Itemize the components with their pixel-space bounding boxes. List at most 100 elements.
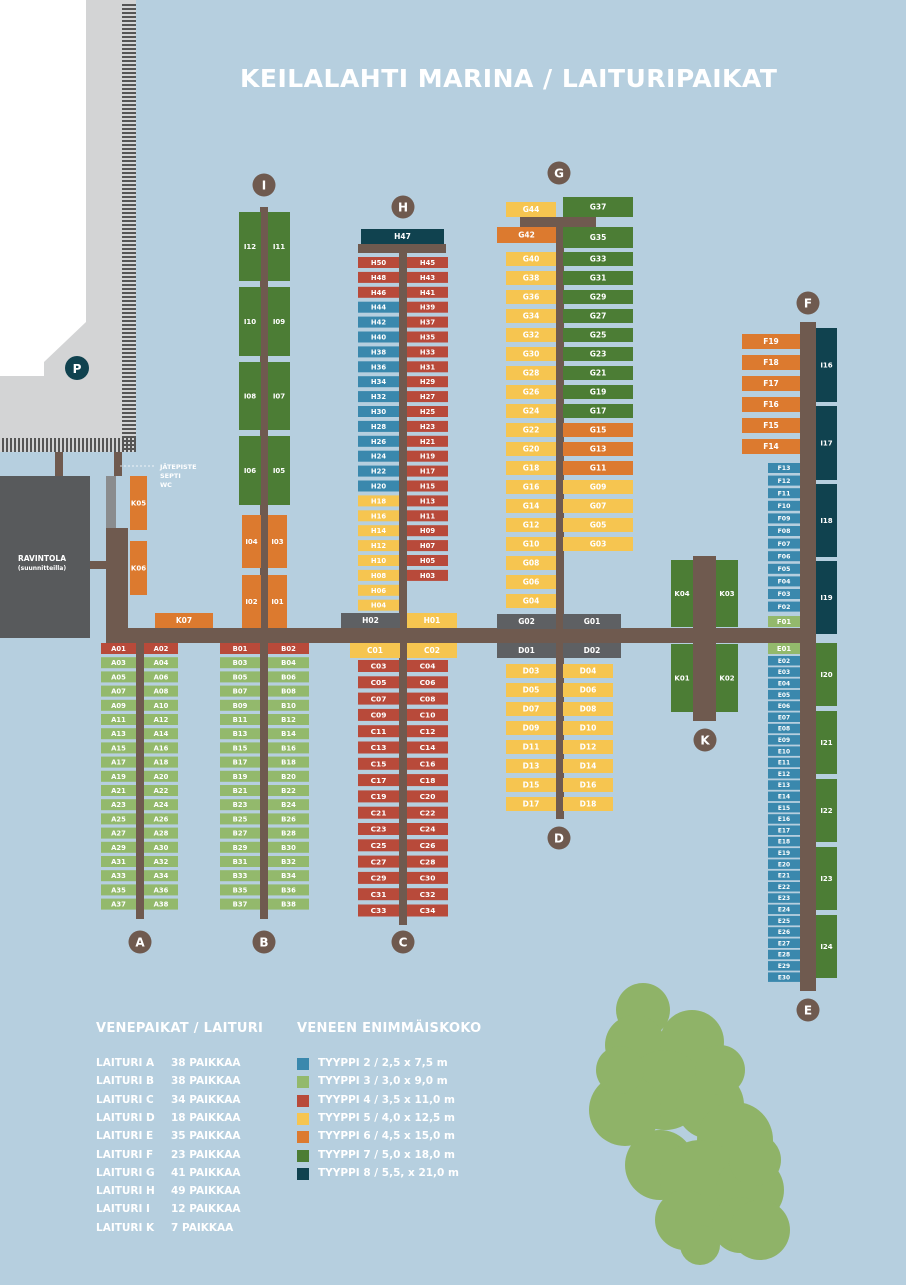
slip-c23[interactable]: C23 [358, 823, 399, 835]
slip-g12[interactable]: G12 [506, 518, 556, 532]
slip-i03[interactable]: I03 [268, 515, 287, 568]
slip-b06[interactable]: B06 [268, 671, 309, 683]
slip-f07[interactable]: F07 [768, 538, 800, 549]
slip-g07[interactable]: G07 [563, 499, 633, 513]
slip-h12[interactable]: H12 [358, 540, 399, 552]
slip-i21[interactable]: I21 [816, 711, 837, 774]
slip-h22[interactable]: H22 [358, 465, 399, 477]
slip-d16[interactable]: D16 [563, 778, 613, 792]
slip-e01[interactable]: E01 [768, 643, 800, 654]
slip-b10[interactable]: B10 [268, 699, 309, 711]
slip-h43[interactable]: H43 [407, 271, 448, 283]
slip-b03[interactable]: B03 [220, 657, 260, 669]
slip-g30[interactable]: G30 [506, 347, 556, 361]
slip-a31[interactable]: A31 [101, 856, 136, 867]
slip-a05[interactable]: A05 [101, 671, 136, 683]
slip-d05[interactable]: D05 [506, 683, 556, 697]
slip-e30[interactable]: E30 [768, 972, 800, 982]
slip-h16[interactable]: H16 [358, 510, 399, 522]
slip-c24[interactable]: C24 [407, 823, 448, 835]
slip-h17[interactable]: H17 [407, 465, 448, 477]
slip-e24[interactable]: E24 [768, 904, 800, 915]
slip-g37[interactable]: G37 [563, 197, 633, 217]
slip-g24[interactable]: G24 [506, 404, 556, 418]
slip-g36[interactable]: G36 [506, 290, 556, 304]
slip-i09[interactable]: I09 [268, 287, 290, 356]
slip-d14[interactable]: D14 [563, 759, 613, 773]
slip-g09[interactable]: G09 [563, 480, 633, 494]
slip-d10[interactable]: D10 [563, 721, 613, 735]
slip-h11[interactable]: H11 [407, 510, 448, 522]
slip-a13[interactable]: A13 [101, 728, 136, 740]
slip-b21[interactable]: B21 [220, 785, 260, 796]
slip-h07[interactable]: H07 [407, 540, 448, 552]
slip-a04[interactable]: A04 [144, 657, 178, 669]
slip-e21[interactable]: E21 [768, 870, 800, 881]
slip-k04[interactable]: K04 [671, 560, 693, 627]
slip-h03[interactable]: H03 [407, 569, 448, 581]
slip-d13[interactable]: D13 [506, 759, 556, 773]
slip-k06[interactable]: K06 [130, 541, 147, 595]
slip-b23[interactable]: B23 [220, 799, 260, 811]
slip-e05[interactable]: E05 [768, 689, 800, 700]
slip-b37[interactable]: B37 [220, 898, 260, 910]
slip-b16[interactable]: B16 [268, 742, 309, 754]
slip-e18[interactable]: E18 [768, 836, 800, 847]
slip-h35[interactable]: H35 [407, 331, 448, 343]
slip-a26[interactable]: A26 [144, 813, 178, 825]
slip-a01[interactable]: A01 [101, 643, 136, 654]
slip-c20[interactable]: C20 [407, 790, 448, 803]
slip-c07[interactable]: C07 [358, 692, 399, 705]
slip-k02[interactable]: K02 [716, 644, 738, 712]
slip-c02[interactable]: C02 [407, 643, 457, 658]
slip-b22[interactable]: B22 [268, 785, 309, 796]
slip-b31[interactable]: B31 [220, 856, 260, 867]
slip-e26[interactable]: E26 [768, 927, 800, 937]
slip-c29[interactable]: C29 [358, 871, 399, 884]
slip-h37[interactable]: H37 [407, 316, 448, 328]
slip-c09[interactable]: C09 [358, 708, 399, 721]
slip-h50[interactable]: H50 [358, 257, 399, 268]
slip-f13[interactable]: F13 [768, 463, 800, 473]
slip-h01[interactable]: H01 [407, 613, 457, 628]
slip-h47[interactable]: H47 [361, 229, 444, 244]
slip-f05[interactable]: F05 [768, 563, 800, 574]
slip-g38[interactable]: G38 [506, 271, 556, 285]
slip-i18[interactable]: I18 [816, 484, 837, 557]
slip-h23[interactable]: H23 [407, 420, 448, 432]
slip-h36[interactable]: H36 [358, 361, 399, 373]
slip-e14[interactable]: E14 [768, 791, 800, 802]
slip-a10[interactable]: A10 [144, 699, 178, 711]
slip-d07[interactable]: D07 [506, 702, 556, 716]
slip-b02[interactable]: B02 [268, 643, 309, 654]
slip-h40[interactable]: H40 [358, 331, 399, 343]
slip-c11[interactable]: C11 [358, 725, 399, 738]
slip-i08[interactable]: I08 [239, 362, 261, 430]
slip-i22[interactable]: I22 [816, 779, 837, 842]
slip-h30[interactable]: H30 [358, 406, 399, 417]
slip-b33[interactable]: B33 [220, 870, 260, 882]
slip-c22[interactable]: C22 [407, 806, 448, 819]
slip-c04[interactable]: C04 [407, 660, 448, 672]
slip-i16[interactable]: I16 [816, 328, 837, 402]
slip-c34[interactable]: C34 [407, 904, 448, 917]
slip-a18[interactable]: A18 [144, 756, 178, 768]
slip-h21[interactable]: H21 [407, 435, 448, 447]
slip-a37[interactable]: A37 [101, 898, 136, 910]
slip-b18[interactable]: B18 [268, 756, 309, 768]
slip-b09[interactable]: B09 [220, 699, 260, 711]
slip-k07[interactable]: K07 [155, 613, 213, 628]
slip-f03[interactable]: F03 [768, 589, 800, 599]
slip-c21[interactable]: C21 [358, 806, 399, 819]
slip-f04[interactable]: F04 [768, 576, 800, 587]
slip-g06[interactable]: G06 [506, 575, 556, 589]
slip-e02[interactable]: E02 [768, 656, 800, 666]
slip-a35[interactable]: A35 [101, 884, 136, 896]
slip-c25[interactable]: C25 [358, 839, 399, 852]
slip-h41[interactable]: H41 [407, 286, 448, 298]
slip-f10[interactable]: F10 [768, 500, 800, 511]
slip-h31[interactable]: H31 [407, 361, 448, 373]
slip-h08[interactable]: H08 [358, 569, 399, 581]
slip-b26[interactable]: B26 [268, 813, 309, 825]
slip-g34[interactable]: G34 [506, 309, 556, 323]
